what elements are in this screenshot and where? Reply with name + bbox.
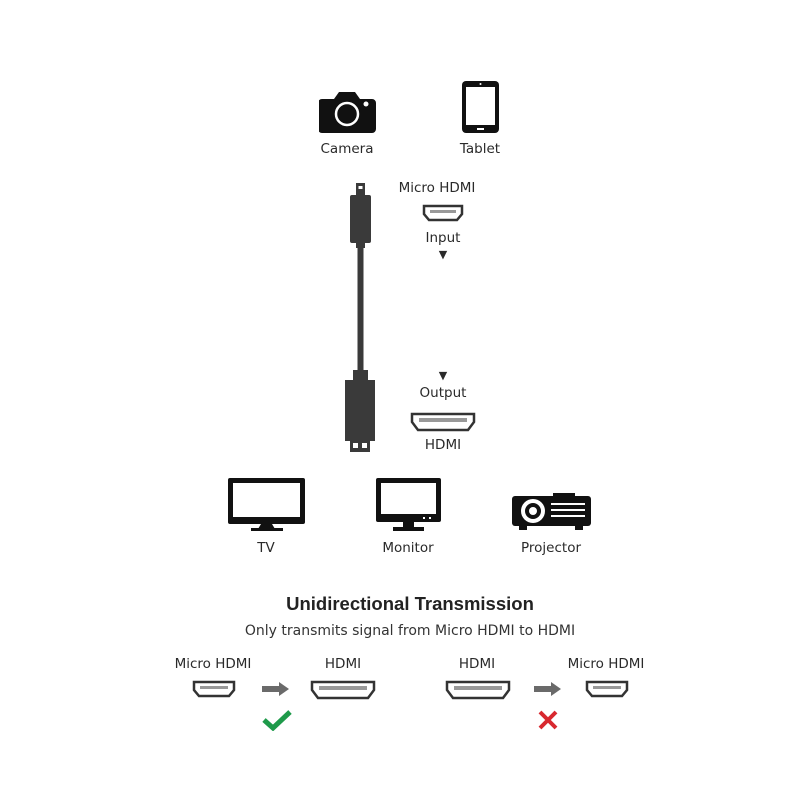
cross-icon [538, 710, 558, 730]
hdmi-port-icon [410, 412, 476, 432]
input-label: Input [425, 230, 461, 246]
transmission-title: Unidirectional Transmission [286, 593, 534, 614]
down-arrow-icon: ▼ [438, 248, 448, 261]
unsupported-from-label: HDMI [458, 656, 496, 672]
micro-hdmi-port-icon [192, 680, 236, 698]
hdmi-port-icon [310, 680, 376, 700]
hdmi-port-icon [445, 680, 511, 700]
right-arrow-icon [262, 682, 289, 696]
input-connector-label: Micro HDMI [398, 180, 476, 196]
unsupported-to-label: Micro HDMI [567, 656, 645, 672]
tv-label: TV [257, 540, 275, 556]
micro-hdmi-to-hdmi-cable-icon [345, 183, 375, 452]
tablet-icon [462, 81, 499, 133]
camera-icon [319, 92, 376, 133]
projector-label: Projector [521, 540, 581, 556]
tv-icon [228, 478, 305, 531]
camera-label: Camera [320, 141, 374, 157]
monitor-icon [376, 478, 441, 531]
projector-icon [512, 493, 591, 530]
right-arrow-icon [534, 682, 561, 696]
micro-hdmi-port-icon [585, 680, 629, 698]
supported-from-label: Micro HDMI [174, 656, 252, 672]
check-icon [262, 710, 292, 731]
output-connector-label: HDMI [424, 437, 462, 453]
monitor-label: Monitor [382, 540, 434, 556]
down-arrow-icon: ▼ [438, 369, 448, 382]
micro-hdmi-port-icon [422, 204, 464, 222]
tablet-label: Tablet [459, 141, 501, 157]
supported-to-label: HDMI [324, 656, 362, 672]
transmission-subtitle: Only transmits signal from Micro HDMI to… [244, 623, 576, 639]
output-label: Output [419, 385, 467, 401]
